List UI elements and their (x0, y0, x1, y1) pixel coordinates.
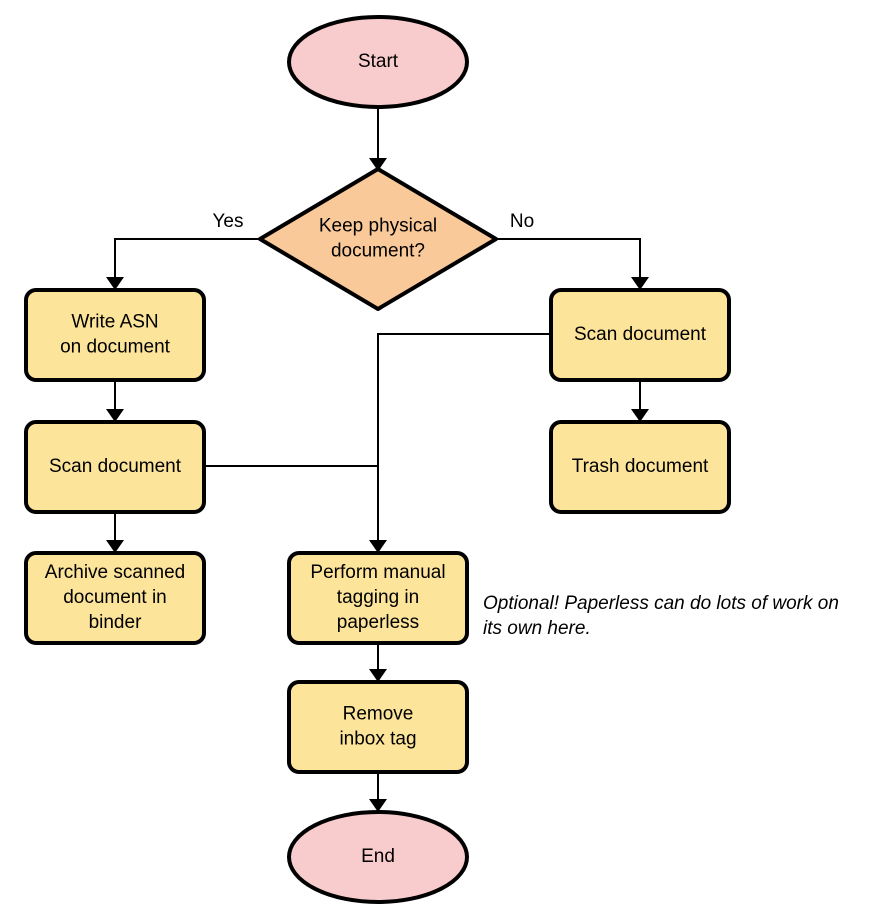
node-label-line: Scan document (49, 456, 182, 477)
edge-write-asn-to-scan-left (106, 380, 124, 422)
node-label-line: Trash document (572, 456, 709, 477)
node-scan-document-left[interactable]: Scan document (24, 420, 206, 514)
node-start[interactable]: Start (287, 15, 469, 109)
edge-scan-right-to-manual-tagging (369, 333, 551, 553)
edge-scan-right-to-trash (631, 380, 649, 422)
node-archive-scanned-document-in-binder[interactable]: Archive scanned document in binder (24, 551, 206, 645)
arrowhead-icon (106, 540, 124, 553)
edge-label-yes: Yes (213, 211, 244, 232)
node-label-line: paperless (337, 612, 419, 633)
process-box[interactable] (24, 420, 206, 514)
node-end[interactable]: End (287, 810, 469, 904)
node-keep-physical-document[interactable]: Keep physical document? (258, 167, 498, 311)
arrowhead-icon (369, 799, 387, 812)
process-box[interactable] (287, 551, 469, 645)
edges-layer: Yes No (106, 107, 649, 812)
process-box[interactable] (549, 420, 731, 514)
node-label-line: Start (358, 51, 399, 72)
node-label-line: Scan document (574, 324, 707, 345)
arrowhead-icon (106, 409, 124, 422)
node-label-line: End (361, 846, 395, 867)
node-label-line: Archive scanned (45, 562, 185, 583)
edge-start-to-decision (369, 107, 387, 171)
edge-line (496, 238, 641, 283)
edge-remove-inbox-tag-to-end (369, 772, 387, 812)
edge-decision-no-to-scan-right: No (496, 211, 649, 290)
arrowhead-icon (631, 277, 649, 290)
terminal-ellipse[interactable] (287, 15, 469, 109)
process-box[interactable] (549, 288, 731, 382)
process-box[interactable] (287, 680, 469, 774)
edge-line (377, 333, 551, 546)
arrowhead-icon (369, 669, 387, 682)
node-label-line: inbox tag (339, 729, 416, 750)
edge-label-no: No (510, 211, 534, 232)
decision-diamond[interactable] (258, 167, 498, 311)
node-label-line: on document (60, 337, 171, 358)
node-label-line: Keep physical (319, 216, 437, 237)
annotation-line: Optional! Paperless can do lots of work … (483, 593, 839, 614)
annotation-optional-note: Optional! Paperless can do lots of work … (483, 593, 839, 639)
edge-line (114, 238, 260, 283)
edge-decision-yes-to-write-asn: Yes (106, 211, 260, 290)
node-label-line: Remove (343, 704, 414, 725)
node-label-line: document in (63, 587, 167, 608)
node-label-line: binder (89, 612, 142, 633)
node-label-line: tagging in (337, 587, 419, 608)
edge-manual-tagging-to-remove-inbox-tag (369, 643, 387, 682)
arrowhead-icon (369, 158, 387, 171)
node-scan-document-right[interactable]: Scan document (549, 288, 731, 382)
node-label-line: Perform manual (310, 562, 445, 583)
process-box[interactable] (24, 551, 206, 645)
node-label-line: Write ASN (71, 312, 158, 333)
node-perform-manual-tagging-in-paperless[interactable]: Perform manual tagging in paperless (287, 551, 469, 645)
terminal-ellipse[interactable] (287, 810, 469, 904)
node-label-line: document? (331, 241, 425, 262)
node-remove-inbox-tag[interactable]: Remove inbox tag (287, 680, 469, 774)
annotation-line: its own here. (483, 618, 591, 639)
arrowhead-icon (369, 540, 387, 553)
arrowhead-icon (631, 409, 649, 422)
annotations-layer: Optional! Paperless can do lots of work … (483, 593, 839, 639)
edge-scan-left-to-archive (106, 512, 124, 553)
arrowhead-icon (106, 277, 124, 290)
node-write-asn-on-document[interactable]: Write ASN on document (24, 288, 206, 382)
node-trash-document[interactable]: Trash document (549, 420, 731, 514)
process-box[interactable] (24, 288, 206, 382)
